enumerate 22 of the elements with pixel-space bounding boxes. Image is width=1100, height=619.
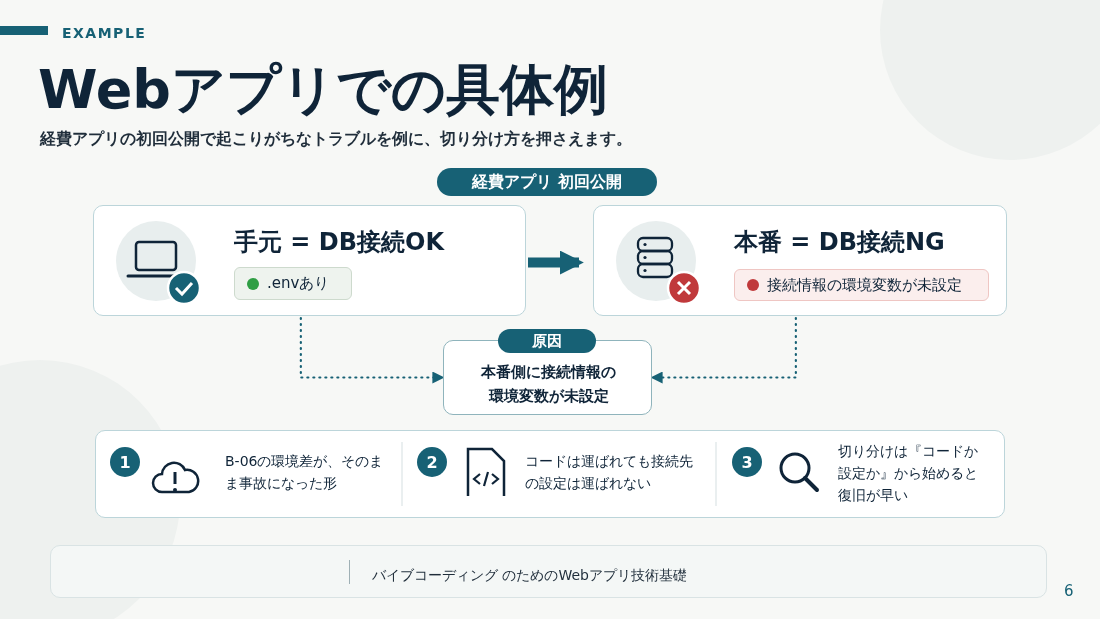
status-pill <box>734 269 989 301</box>
subtitle-text: 経費アプリの初回公開で起こりがちなトラブルを例に、切り分け方を押さえます。 <box>40 128 632 150</box>
tip-text: 切り分けは『コードか設定か』から始めると復旧が早い <box>838 442 979 505</box>
footer-text: バイブコーディング のためのWebアプリ技術基礎 <box>372 566 687 585</box>
status-heading: 手元 = DB接続OK <box>234 227 445 258</box>
title-tag: 経費アプリ 初回公開 <box>437 168 657 196</box>
page-number: 6 <box>1064 581 1074 602</box>
tip-text: コードは運ばれても接続先の設定は運ばれない <box>525 452 694 493</box>
page-title: Webアプリでの具体例 <box>38 57 608 123</box>
arrow <box>528 250 584 275</box>
status-pill <box>234 267 352 300</box>
cause-text: 本番側に接続情報の環境変数が未設定 <box>480 362 617 407</box>
tip-text: B-06の環境差が、そのまま事故になった形 <box>225 452 385 493</box>
cause-heading: 原因 <box>498 329 596 353</box>
arrow <box>650 316 797 384</box>
status-heading: 本番 = DB接続NG <box>734 227 945 258</box>
arrow <box>299 316 445 384</box>
section-label: EXAMPLE <box>62 24 147 43</box>
status-card <box>93 205 526 316</box>
status-text: .envあり <box>267 274 330 293</box>
status-card <box>593 205 1007 316</box>
status-text: 接続情報の環境変数が未設定 <box>767 275 962 295</box>
